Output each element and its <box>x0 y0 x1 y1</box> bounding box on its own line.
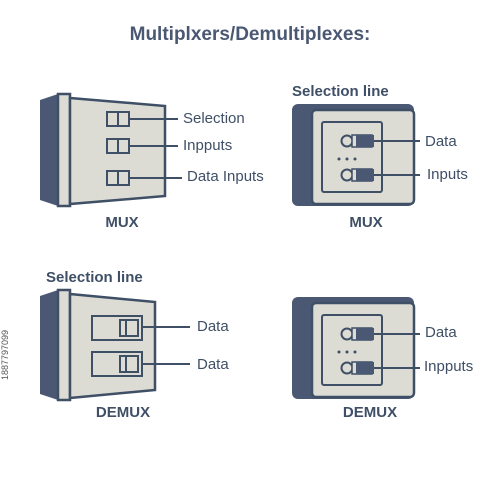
demux-left-label-data-1: Data <box>197 318 229 335</box>
mux-right-caption: MUX <box>349 214 383 231</box>
demux-right-caption: DEMUX <box>342 404 398 421</box>
demux-left-port-2 <box>91 351 143 377</box>
mux-left-label-selection: Selection <box>183 110 245 127</box>
mux-left-port-2 <box>106 138 130 154</box>
mux-left-port-1 <box>106 111 130 127</box>
mux-left-device <box>40 92 182 208</box>
demux-left-label-data-2: Data <box>197 356 229 373</box>
demux-left-caption: DEMUX <box>95 404 151 421</box>
mux-left-port-3 <box>106 170 130 186</box>
demux-right-label-data: Data <box>425 324 457 341</box>
mux-left-label-inputs: Inpputs <box>183 137 233 154</box>
mux-right-heading: Selection line <box>292 83 389 100</box>
page-title: Multiplxers/Demultiplexes: <box>129 24 371 45</box>
demux-right-label-inputs: Inpputs <box>424 358 474 375</box>
mux-right-device <box>292 104 420 206</box>
stock-id-watermark: 1887797099 <box>0 329 10 380</box>
demux-left-port-1 <box>91 315 143 341</box>
mux-right-label-inputs: Inputs <box>427 166 468 183</box>
demux-left-heading: Selection line <box>46 269 143 286</box>
mux-left-caption: MUX <box>105 214 139 231</box>
mux-right-label-data: Data <box>425 133 457 150</box>
mux-left-label-data-inputs: Data Inputs <box>187 168 264 185</box>
demux-left-device <box>40 288 190 402</box>
demux-right-device <box>292 297 420 399</box>
